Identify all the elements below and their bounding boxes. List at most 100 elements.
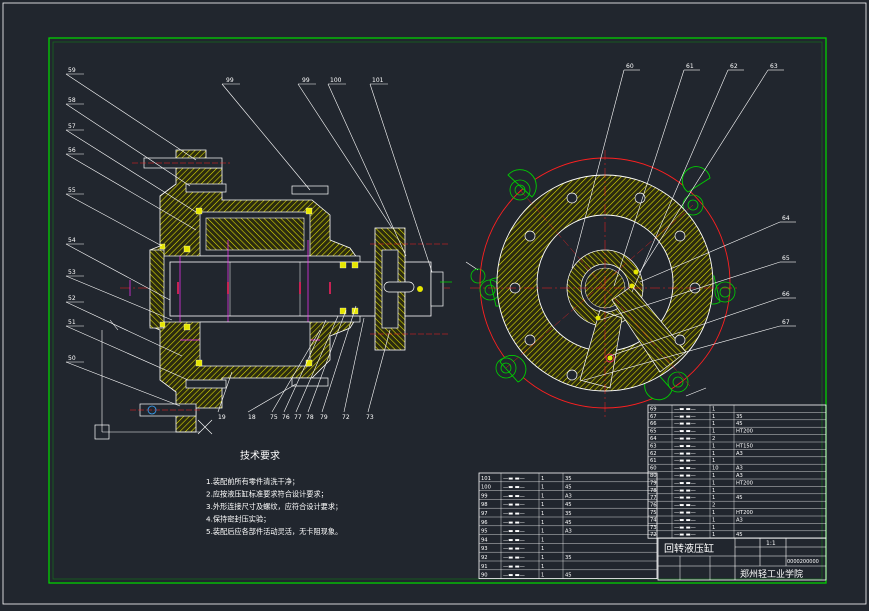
callout-label: 67	[782, 319, 790, 326]
callout-label: 101	[372, 77, 384, 84]
part-material: A3	[736, 466, 743, 472]
part-number: 61	[650, 458, 657, 464]
callout-label: 56	[68, 147, 76, 154]
part-name: —▬ ▬—	[674, 510, 696, 516]
part-name: —▬ ▬—	[503, 502, 525, 508]
part-name: —▬ ▬—	[674, 406, 696, 412]
part-name: —▬ ▬—	[674, 421, 696, 427]
part-material: 35	[736, 414, 743, 420]
part-material: A3	[736, 473, 743, 479]
part-material: HT200	[736, 480, 753, 486]
part-number: 60	[650, 466, 657, 472]
part-material: A3	[736, 451, 743, 457]
part-qty: 2	[712, 503, 715, 509]
part-material: A3	[565, 493, 572, 499]
part-material: 45	[565, 520, 572, 526]
tech-req-item: 4.保持密封压实验；	[206, 515, 270, 524]
title-block-name: 回转液压缸	[664, 542, 714, 555]
part-qty: 1	[712, 510, 715, 516]
callout-leaders-right	[571, 69, 784, 381]
callout-label: 99	[226, 77, 234, 84]
part-number: 66	[650, 421, 657, 427]
callout-label: 55	[68, 187, 76, 194]
tech-req-item: 3.外形连接尺寸及螺纹，应符合设计要求；	[206, 502, 342, 511]
part-material: 45	[736, 495, 743, 501]
callout-leaders-bottom	[217, 305, 391, 413]
part-number: 79	[650, 480, 657, 486]
part-qty: 1	[712, 451, 715, 457]
part-name: —▬ ▬—	[503, 511, 525, 517]
part-name: —▬ ▬—	[503, 476, 525, 482]
part-name: —▬ ▬—	[674, 458, 696, 464]
part-name: —▬ ▬—	[503, 555, 525, 561]
part-number: 78	[650, 488, 657, 494]
callout-label: 63	[770, 63, 778, 70]
cylinder-section-view	[94, 149, 486, 440]
part-material: 45	[565, 502, 572, 508]
part-qty: 1	[712, 458, 715, 464]
part-material: 45	[736, 421, 743, 427]
title-block-scale: 1:1	[766, 540, 776, 547]
cylinder-front-view	[470, 150, 740, 420]
part-material: 45	[736, 532, 743, 538]
part-material: 45	[565, 573, 572, 579]
part-qty: 1	[541, 537, 544, 543]
part-qty: 1	[712, 480, 715, 486]
part-qty: 1	[541, 529, 544, 535]
part-number: 101	[481, 476, 491, 482]
technical-requirements: 技术要求 1.装配前所有零件清洗干净；2.应按液压缸标准要求符合设计要求；3.外…	[206, 449, 342, 536]
callout-label: 79	[320, 414, 328, 421]
tech-req-item: 2.应按液压缸标准要求符合设计要求；	[206, 490, 328, 499]
callout-label: 72	[342, 414, 350, 421]
part-name: —▬ ▬—	[503, 520, 525, 526]
part-qty: 1	[712, 517, 715, 523]
callout-label: 60	[626, 63, 634, 70]
callout-label: 58	[68, 97, 76, 104]
part-number: 76	[650, 503, 657, 509]
part-name: —▬ ▬—	[674, 525, 696, 531]
part-qty: 1	[712, 406, 715, 412]
part-name: —▬ ▬—	[674, 517, 696, 523]
part-material: 35	[565, 511, 572, 517]
part-number: 92	[481, 555, 488, 561]
callout-label: 18	[248, 414, 256, 421]
part-qty: 1	[712, 421, 715, 427]
part-material: A3	[736, 517, 743, 523]
part-qty: 1	[712, 443, 715, 449]
callout-label: 52	[68, 295, 76, 302]
part-name: —▬ ▬—	[503, 537, 525, 543]
part-name: —▬ ▬—	[503, 546, 525, 552]
part-qty: 1	[541, 493, 544, 499]
part-number: 74	[650, 517, 657, 523]
part-number: 90	[481, 573, 488, 579]
part-number: 62	[650, 451, 657, 457]
drawing-frame	[48, 37, 827, 584]
part-number: 95	[481, 529, 488, 535]
callout-label: 53	[68, 269, 76, 276]
part-qty: 1	[541, 476, 544, 482]
callout-label: 59	[68, 67, 76, 74]
part-number: 77	[650, 495, 657, 501]
part-name: —▬ ▬—	[503, 493, 525, 499]
part-qty: 1	[712, 488, 715, 494]
callout-label: 64	[782, 215, 790, 222]
part-number: 75	[650, 510, 657, 516]
callout-label: 57	[68, 123, 76, 130]
part-material: 45	[565, 485, 572, 491]
part-name: —▬ ▬—	[674, 466, 696, 472]
title-block: 回转液压缸 1:1 0000200000 郑州轻工业学院	[657, 537, 827, 581]
callout-label: 99	[302, 77, 310, 84]
part-material: HT200	[736, 429, 753, 435]
part-material: 35	[565, 555, 572, 561]
part-number: 97	[481, 511, 488, 517]
callout-label: 54	[68, 237, 76, 244]
part-number: 93	[481, 546, 488, 552]
callout-label: 78	[306, 414, 314, 421]
part-qty: 1	[541, 555, 544, 561]
part-qty: 1	[712, 414, 715, 420]
